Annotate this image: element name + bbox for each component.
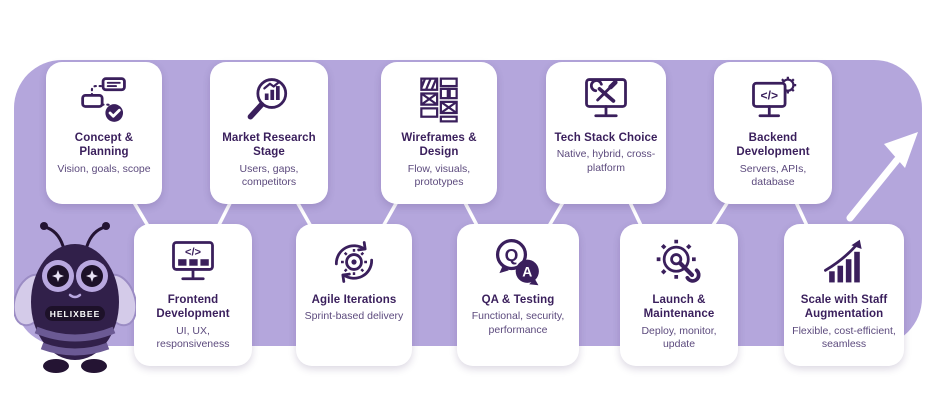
step-card-frontend-development: </> Frontend Development UI, UX, respons… <box>134 224 252 366</box>
qa-bubbles-icon: Q A <box>492 236 544 288</box>
step-title: Launch & Maintenance <box>643 294 715 321</box>
step-subtitle: Flexible, cost-efficient, seamless <box>792 324 896 351</box>
step-card-launch-maintenance: Launch & Maintenance Deploy, monitor, up… <box>620 224 738 366</box>
step-subtitle: Sprint-based delivery <box>304 310 404 323</box>
wireframe-layout-icon <box>413 74 465 126</box>
step-subtitle: Servers, APIs, database <box>739 162 807 189</box>
step-subtitle: Native, hybrid, cross-platform <box>556 148 656 175</box>
step-title: Backend Development <box>736 132 810 159</box>
step-subtitle: Users, gaps, competitors <box>239 162 299 189</box>
step-title: Scale with Staff Augmentation <box>800 294 888 321</box>
growth-chart-arrow-icon <box>818 236 870 288</box>
step-card-agile-iterations: Agile Iterations Sprint-based delivery <box>296 224 412 366</box>
step-card-backend-development: </> Backend Development Servers, APIs, d… <box>714 62 832 204</box>
upward-arrow-icon <box>846 132 918 222</box>
step-card-market-research: Market Research Stage Users, gaps, compe… <box>210 62 328 204</box>
step-card-qa-testing: Q A QA & Testing Functional, security, p… <box>457 224 579 366</box>
step-title: Frontend Development <box>156 294 230 321</box>
svg-text:</>: </> <box>761 89 778 103</box>
svg-text:</>: </> <box>185 247 202 259</box>
gear-cycle-icon <box>328 236 380 288</box>
bee-eyes <box>42 260 108 292</box>
step-subtitle: Vision, goals, scope <box>57 162 151 175</box>
monitor-code-icon: </> <box>167 236 219 288</box>
step-title: Wireframes & Design <box>401 132 477 159</box>
step-title: Market Research Stage <box>222 132 316 159</box>
step-title: Tech Stack Choice <box>554 132 658 144</box>
svg-text:Q: Q <box>505 245 519 265</box>
step-card-wireframes-design: Wireframes & Design Flow, visuals, proto… <box>381 62 497 204</box>
step-card-scale-staff-augmentation: Scale with Staff Augmentation Flexible, … <box>784 224 904 366</box>
mascot-name-label: HELIXBEE <box>50 309 101 319</box>
step-subtitle: Functional, security, performance <box>471 310 565 337</box>
svg-text:A: A <box>522 263 532 279</box>
monitor-code-gear-icon: </> <box>747 74 799 126</box>
monitor-tools-icon <box>580 74 632 126</box>
helixbee-mascot: HELIXBEE <box>12 218 138 379</box>
step-subtitle: UI, UX, responsiveness <box>156 324 230 351</box>
step-subtitle: Flow, visuals, prototypes <box>407 162 471 189</box>
magnifier-bar-chart-icon <box>243 74 295 126</box>
step-subtitle: Deploy, monitor, update <box>641 324 717 351</box>
step-card-concept-planning: Concept & Planning Vision, goals, scope <box>46 62 162 204</box>
step-title: QA & Testing <box>481 294 555 306</box>
gear-wrench-icon <box>653 236 705 288</box>
flowchart-check-icon <box>78 74 130 126</box>
step-title: Concept & Planning <box>74 132 134 159</box>
step-title: Agile Iterations <box>311 294 397 306</box>
step-card-tech-stack: Tech Stack Choice Native, hybrid, cross-… <box>546 62 666 204</box>
